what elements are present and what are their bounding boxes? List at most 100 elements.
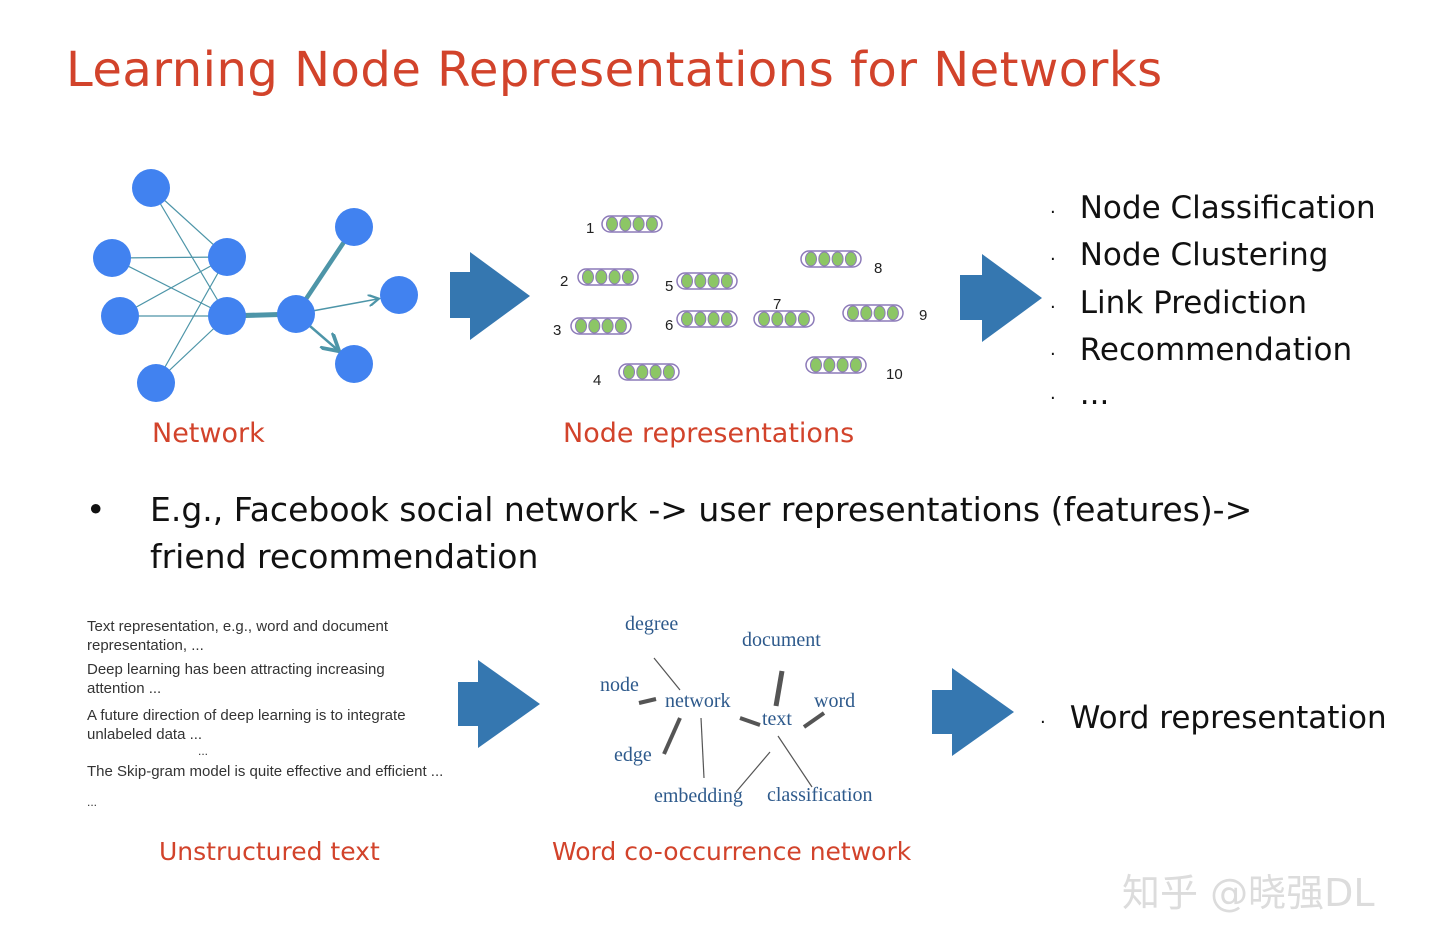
vector-element (720, 311, 733, 327)
vector-element (805, 251, 817, 267)
edge-word-text (802, 711, 826, 729)
bullet: · (1050, 202, 1056, 223)
graph-node (380, 276, 418, 314)
vector-element (645, 216, 658, 232)
edge-embedding-text (735, 751, 771, 793)
vector-element (836, 357, 849, 373)
bullet: · (1050, 297, 1056, 318)
vector-element (694, 273, 707, 289)
text-line: The Skip-gram model is quite effective a… (87, 763, 444, 780)
vector-element (582, 269, 594, 285)
vector-element (758, 311, 770, 327)
vector-element (681, 311, 693, 327)
vector-element (621, 269, 634, 285)
word-network: network (665, 690, 731, 712)
vector-element (873, 305, 886, 321)
text-line: Text representation, e.g., word and docu… (87, 618, 389, 635)
graph-node (335, 208, 373, 246)
vector-label: 3 (553, 322, 562, 339)
graph-node (137, 364, 175, 402)
graph-node (277, 295, 315, 333)
vector-element (681, 273, 693, 289)
graph-node (208, 238, 246, 276)
vector-element (847, 305, 859, 321)
word-cooccurrence-caption: Word co-occurrence network (552, 837, 912, 866)
vector-element (623, 364, 635, 380)
vector-element (784, 311, 797, 327)
vector-element (636, 364, 649, 380)
vector-element (707, 273, 720, 289)
arrow-right-icon (450, 252, 530, 340)
text-line: Deep learning has been attracting increa… (87, 661, 385, 678)
vector-label: 1 (586, 220, 595, 237)
network-graph (93, 169, 418, 402)
text-line: attention ... (87, 680, 162, 697)
vector-element (849, 357, 862, 373)
text-line: representation, ... (87, 637, 204, 654)
vector-element (707, 311, 720, 327)
vector-label: 9 (919, 307, 928, 324)
vector-element (810, 357, 822, 373)
text-line: ... (198, 744, 209, 758)
text-line: ... (87, 795, 98, 809)
task-item: ... (1079, 376, 1110, 412)
bullet: · (1040, 712, 1046, 733)
watermark: 知乎 @晓强DL (1122, 871, 1375, 915)
vector-element (886, 305, 899, 321)
example-line-1: E.g., Facebook social network -> user re… (150, 490, 1253, 529)
vector-label: 2 (560, 273, 569, 290)
word-network-edges (638, 657, 826, 793)
bullet: · (1050, 388, 1056, 409)
vector-label: 8 (874, 260, 883, 277)
vector-element (860, 305, 873, 321)
vector-label: 5 (665, 278, 674, 295)
graph-edge (111, 256, 228, 259)
edge-edge-network (662, 717, 682, 755)
node-representations-caption: Node representations (563, 418, 855, 449)
edge-degree-network (653, 657, 681, 691)
word-document: document (742, 629, 821, 651)
vector-element (601, 318, 614, 334)
word-edge: edge (614, 744, 652, 766)
word-representation-label: Word representation (1069, 700, 1387, 736)
edge-classification-text (777, 735, 813, 788)
vector-label: 4 (593, 372, 602, 389)
graph-node (208, 297, 246, 335)
text-line: A future direction of deep learning is t… (87, 707, 406, 724)
edge-node-network (638, 697, 657, 705)
vector-label: 10 (886, 366, 903, 383)
vector-element (831, 251, 844, 267)
vector-element (614, 318, 627, 334)
edge-embedding-network (700, 717, 705, 779)
word-word: word (814, 690, 856, 712)
vector-element (632, 216, 645, 232)
edge-document-text (773, 670, 785, 707)
vector-element (595, 269, 608, 285)
vector-element (694, 311, 707, 327)
example-line-2: friend recommendation (150, 537, 539, 576)
slide-title: Learning Node Representations for Networ… (66, 42, 1163, 98)
vector-element (588, 318, 601, 334)
word-degree: degree (625, 613, 679, 635)
vector-element (619, 216, 632, 232)
vector-element (818, 251, 831, 267)
task-item: Link Prediction (1079, 285, 1308, 321)
vector-element (575, 318, 587, 334)
task-item: Node Clustering (1079, 237, 1329, 273)
network-caption: Network (152, 418, 265, 449)
arrow-right-icon (458, 660, 540, 748)
example-bullet: • (86, 490, 106, 529)
graph-edge (150, 187, 228, 317)
vector-label: 7 (773, 296, 782, 313)
graph-node (132, 169, 170, 207)
task-item: Recommendation (1079, 332, 1353, 368)
graph-edge (155, 256, 228, 384)
graph-node (101, 297, 139, 335)
word-text: text (762, 708, 792, 730)
vector-element (649, 364, 662, 380)
vector-element (823, 357, 836, 373)
node-vectors (570, 215, 904, 381)
arrow-right-icon (932, 668, 1014, 756)
vector-element (606, 216, 618, 232)
